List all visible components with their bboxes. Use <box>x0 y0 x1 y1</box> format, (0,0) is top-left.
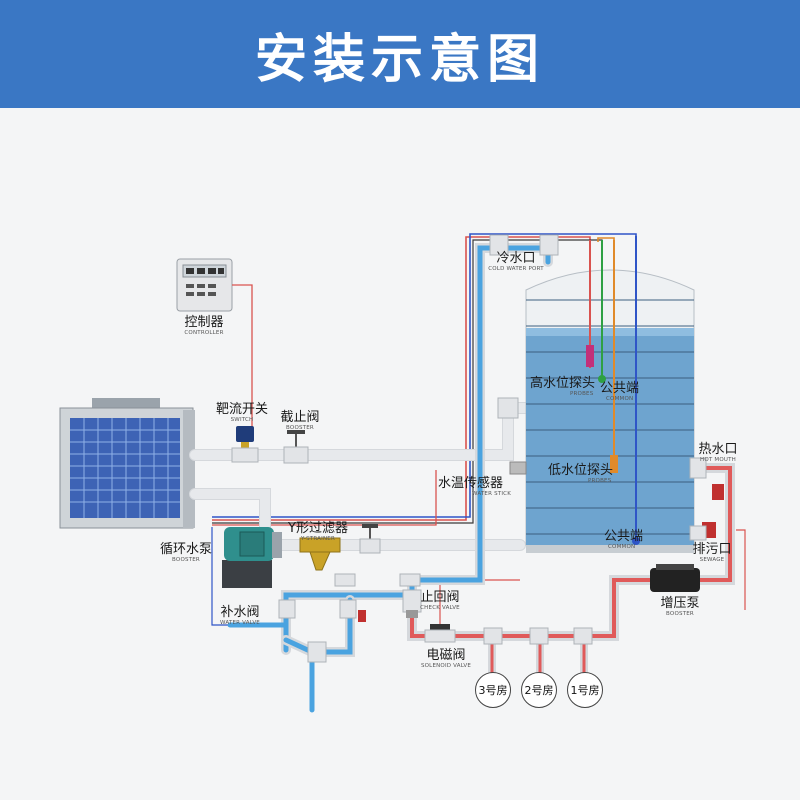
y-strainer <box>299 537 341 571</box>
water-tank <box>525 269 695 553</box>
room-2: 2号房 <box>521 672 557 708</box>
check-valve <box>402 589 422 618</box>
label-hot-water-outlet: 热水口 HOT MOUTH <box>698 442 738 463</box>
label-low-level-probe: 低水位探头 PROBES <box>548 463 614 484</box>
label-cold-water-port: 冷水口 COLD WATER PORT <box>488 251 544 272</box>
label-water-temp-sensor: 水温传感器 WATER STICK <box>438 476 511 497</box>
room-3: 3号房 <box>475 672 511 708</box>
label-sewage: 排污口 SEWAGE <box>692 542 732 563</box>
stop-valve-2 <box>359 524 381 554</box>
label-common-upper: 公共端 COMMON <box>600 381 640 402</box>
globe-valve-booster <box>283 430 309 464</box>
circulation-pump <box>222 527 282 588</box>
label-circulation-pump: 循环水泵 BOOSTER <box>159 542 213 563</box>
label-check-valve: 止回阀 CHECK VALVE <box>420 590 460 611</box>
controller-unit <box>176 258 233 312</box>
solenoid-valve <box>424 624 456 643</box>
switch-component <box>231 426 259 463</box>
heat-pump-unit <box>59 398 195 529</box>
piping-diagram <box>59 233 746 713</box>
label-makeup-valve: 补水阀 WATER VALVE <box>220 605 260 626</box>
label-solenoid-valve: 电磁阀 SOLENOID VALVE <box>420 648 472 669</box>
hot-output-pipe <box>407 463 735 680</box>
label-booster-pump: 增压泵 BOOSTER <box>660 596 700 617</box>
title-banner: 安装示意图 <box>0 0 800 108</box>
page-title: 安装示意图 <box>254 29 545 90</box>
label-switch: 靶流开关 SWITCH <box>215 402 269 423</box>
tank-inlet-fittings <box>307 234 707 663</box>
label-common-lower: 公共端 COMMON <box>604 529 644 550</box>
label-stop-valve: 截止阀 BOOSTER <box>280 410 320 431</box>
cold-water-pipe <box>227 243 553 713</box>
label-y-strainer: Y形过滤器 Y-STRAINER <box>288 521 348 542</box>
room-1: 1号房 <box>567 672 603 708</box>
booster-pump <box>650 564 700 592</box>
label-controller: 控制器 CONTROLLER <box>184 315 224 336</box>
level-probes <box>586 236 640 545</box>
label-high-level-probe: 高水位探头 PROBES <box>530 376 596 397</box>
makeup-water-valves <box>278 573 421 622</box>
